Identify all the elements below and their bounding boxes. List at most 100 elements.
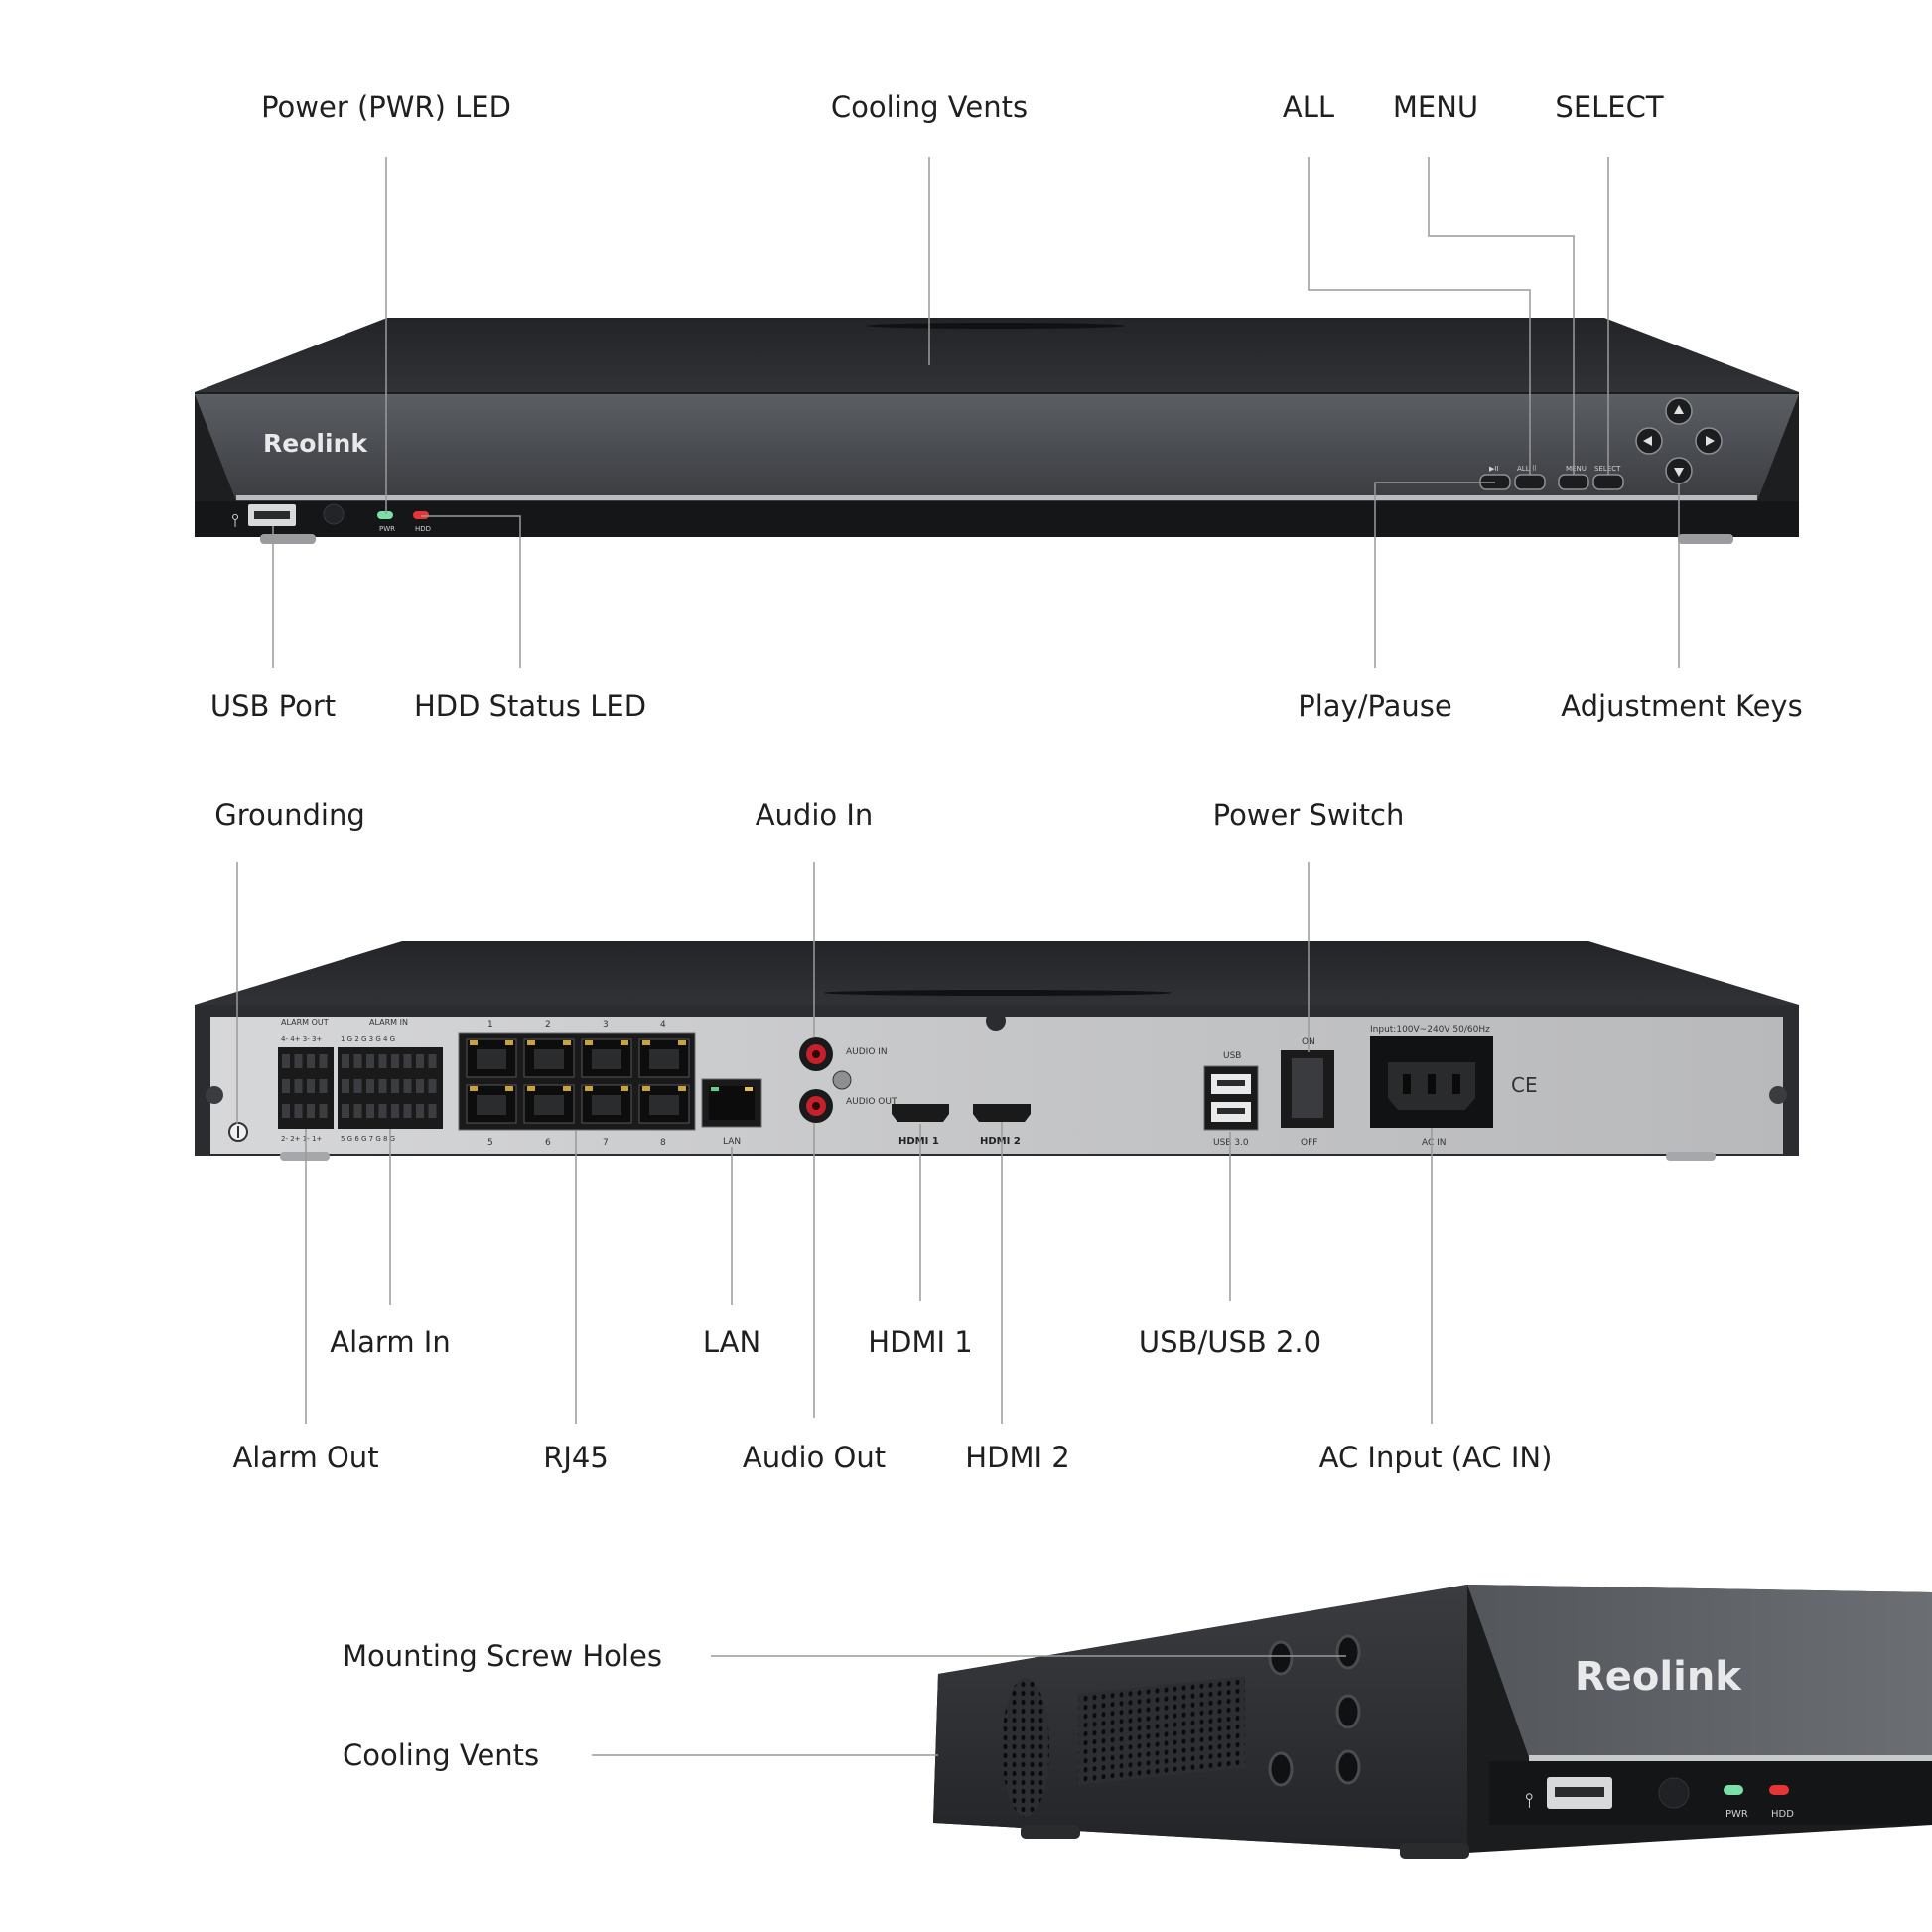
rj45-led-left [470, 1086, 478, 1091]
rear-view-device: ALARM OUT 4- 4+ 3- 3+ 2- 2+ 1- 1+ ALARM … [195, 941, 1799, 1161]
ac-pin-left [1403, 1074, 1411, 1094]
rj45-port-number: 2 [545, 1020, 551, 1030]
hdd-led [413, 511, 429, 519]
leader-all [1308, 157, 1531, 475]
rj45-led-right [621, 1086, 628, 1091]
rj45-port-jack [534, 1049, 564, 1069]
rj45-port-jack [477, 1049, 506, 1069]
alarm-pin [416, 1079, 424, 1093]
label-menu: MENU [1392, 90, 1479, 124]
audio-in-panel-label: AUDIO IN [846, 1047, 888, 1057]
side-accent-strip [1529, 1755, 1932, 1761]
rj45-port-number: 3 [603, 1020, 609, 1030]
hdmi2-port[interactable] [973, 1104, 1031, 1122]
label-adjustment-keys: Adjustment Keys [1561, 689, 1803, 723]
rj45-led-right [505, 1086, 513, 1091]
lan-led-green [711, 1087, 719, 1091]
rj45-led-left [527, 1086, 535, 1091]
rear-screw-right [1769, 1086, 1787, 1104]
side-hdd-label: HDD [1771, 1809, 1794, 1820]
alarm-pin [403, 1054, 412, 1068]
rear-panel [210, 1017, 1783, 1154]
label-cooling-vents-side: Cooling Vents [343, 1738, 540, 1772]
alarm-pin [366, 1054, 374, 1068]
select-button[interactable] [1592, 474, 1624, 490]
rj45-port-jack [649, 1049, 679, 1069]
screw-hole [1335, 1694, 1361, 1729]
all-key-label: ALL ⠿ [1517, 465, 1537, 473]
alarm-pin [428, 1079, 437, 1093]
ce-mark: CE [1511, 1073, 1538, 1097]
front-lower-band [195, 501, 1799, 537]
hdmi2-panel-label: HDMI 2 [980, 1136, 1021, 1147]
rear-foot-left [280, 1152, 330, 1161]
alarm-pin [416, 1104, 424, 1118]
left-arrow-icon [1643, 436, 1652, 446]
side-view-device: Reolink ⫯ PWR HDD [933, 1585, 1932, 1859]
label-play-pause: Play/Pause [1298, 689, 1452, 723]
alarm-pin [428, 1054, 437, 1068]
alarm-pin [294, 1104, 303, 1118]
rj45-led-left [585, 1040, 593, 1045]
side-usb-icon: ⫯ [1525, 1788, 1534, 1812]
label-power-led: Power (PWR) LED [261, 90, 511, 124]
hdmi1-port[interactable] [892, 1104, 949, 1122]
side-pwr-led [1724, 1785, 1743, 1795]
alarm-pin [319, 1054, 328, 1068]
rj45-port-jack [534, 1095, 564, 1115]
alarm-in-header: ALARM IN [369, 1018, 408, 1027]
label-select: SELECT [1555, 90, 1664, 124]
rj45-port-jack [649, 1095, 679, 1115]
front-top-surface [195, 318, 1799, 392]
alarm-pin [378, 1054, 387, 1068]
alarm-out-header: ALARM OUT [281, 1018, 329, 1027]
rj45-led-left [527, 1040, 535, 1045]
brand-logo-side: Reolink [1575, 1654, 1742, 1700]
pwr-led [377, 511, 393, 519]
rj45-led-left [470, 1040, 478, 1045]
lan-port-label: LAN [723, 1137, 741, 1147]
rj45-led-left [642, 1086, 650, 1091]
label-all: ALL [1282, 90, 1335, 124]
brand-logo-front: Reolink [263, 429, 368, 458]
rj45-port-number: 7 [603, 1138, 609, 1148]
right-arrow-icon [1706, 436, 1715, 446]
alarm-pin [391, 1104, 399, 1118]
usb-icon: ⫯ [231, 510, 239, 531]
play-pause-key-label: ▶II [1489, 465, 1499, 473]
rj45-port-number: 4 [660, 1020, 666, 1030]
rear-foot-right [1666, 1152, 1716, 1161]
side-ir-receiver [1658, 1777, 1690, 1809]
rj45-port-number: 5 [487, 1138, 493, 1148]
alarm-pin [282, 1054, 290, 1068]
all-button[interactable] [1514, 474, 1546, 490]
alarm-pin [391, 1079, 399, 1093]
menu-key-label: MENU [1566, 465, 1587, 473]
usb-top-label: USB [1223, 1051, 1241, 1061]
alarm-in-terminal[interactable] [338, 1047, 443, 1129]
alarm-pin [366, 1079, 374, 1093]
rear-notch [986, 1011, 1006, 1031]
side-foot-right [1400, 1843, 1469, 1859]
rj45-led-right [678, 1086, 686, 1091]
rear-top-surface [195, 941, 1799, 1005]
switch-off-label: OFF [1301, 1138, 1317, 1148]
rj45-led-right [563, 1040, 571, 1045]
label-cooling-vents-top: Cooling Vents [830, 90, 1029, 124]
alarm-pin [282, 1079, 290, 1093]
menu-button[interactable] [1558, 474, 1589, 490]
mounting-screw-holes [1268, 1634, 1361, 1787]
rj45-ports [466, 1038, 690, 1124]
label-ac-input: AC Input (AC IN) [1318, 1441, 1553, 1474]
usb-upper-slot [1217, 1080, 1245, 1086]
label-audio-out: Audio Out [742, 1441, 887, 1474]
label-lan: LAN [702, 1325, 761, 1359]
alarm-pin [342, 1079, 349, 1093]
alarm-pin [342, 1104, 349, 1118]
rj45-port-jack [477, 1095, 506, 1115]
rj45-port-number: 8 [660, 1138, 666, 1148]
rear-top-vent [824, 990, 1172, 996]
